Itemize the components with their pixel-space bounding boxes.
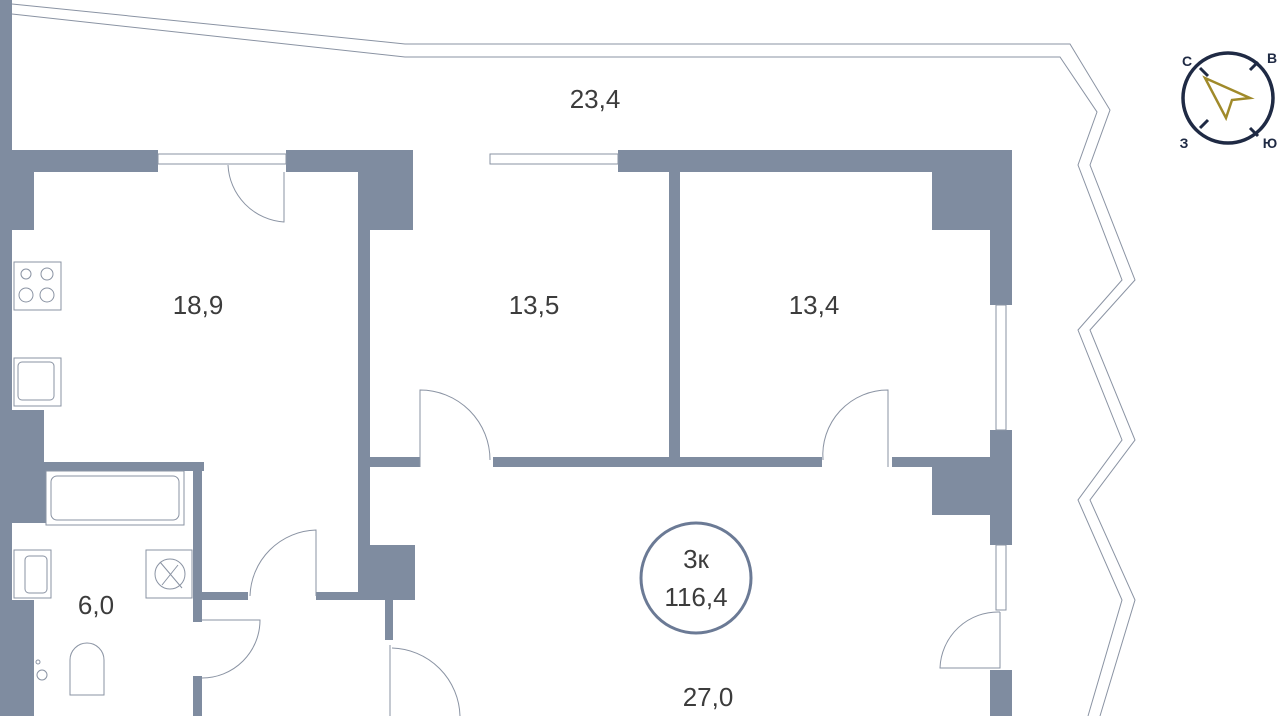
balcony-outline [11, 3, 1136, 716]
doors [201, 164, 1001, 716]
bedroom-1-area: 13,5 [509, 290, 560, 320]
toilet-icon [35, 642, 105, 696]
kitchen-sink-icon [13, 357, 62, 407]
washbasin-icon [13, 549, 52, 599]
compass-arrow-icon [1202, 75, 1255, 122]
hall-area: 27,0 [683, 682, 734, 712]
apartment-type: 3к [683, 544, 709, 574]
washing-machine-icon [145, 549, 193, 599]
apartment-summary-badge: 3к 116,4 [639, 521, 753, 635]
compass-south: Ю [1263, 135, 1277, 151]
windows [157, 153, 1007, 611]
bathtub-icon [45, 470, 185, 526]
compass-west: З [1180, 135, 1189, 151]
kitchen-area: 18,9 [173, 290, 224, 320]
kitchen-stove-icon [13, 261, 62, 311]
compass-icon: С В З Ю [1180, 50, 1278, 151]
bathroom-area: 6,0 [78, 590, 114, 620]
total-area: 116,4 [664, 582, 727, 612]
compass-east: В [1267, 50, 1277, 66]
bedroom-2-area: 13,4 [789, 290, 840, 320]
compass-north: С [1182, 53, 1192, 69]
balcony-area: 23,4 [570, 84, 621, 114]
walls [0, 0, 1012, 716]
